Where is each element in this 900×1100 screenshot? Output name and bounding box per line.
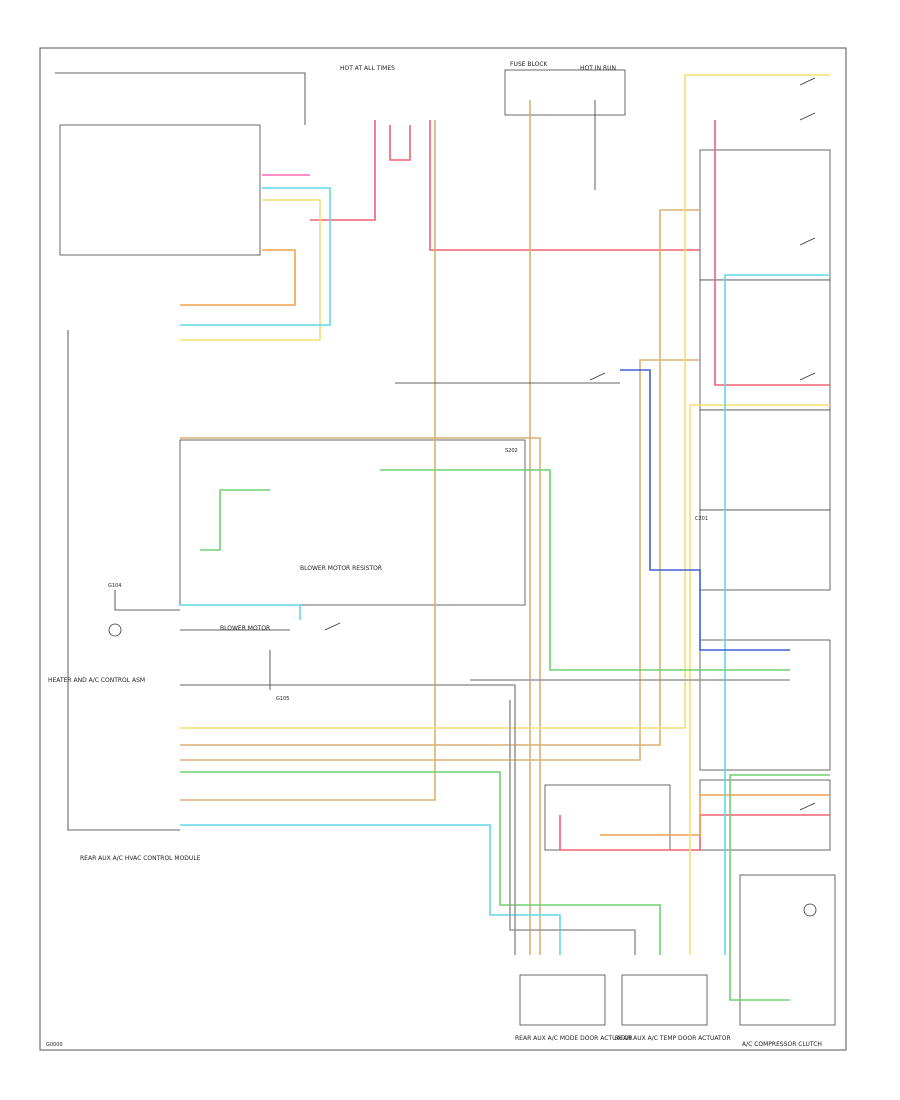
label-s202: S202 [505,448,518,454]
temp-door-actuator-box [621,974,708,1026]
wire-ltblu-2 [180,604,301,620]
switches [108,77,817,917]
wire-tan-2 [180,120,436,801]
heater-control-upper-box [59,124,261,256]
wire-ltgrn-1 [200,489,270,551]
switch-4 [799,372,816,381]
label-c201: C201 [695,516,708,522]
actuator-box-5 [699,639,831,771]
wire-tan-1 [180,437,541,955]
wire-yellow-1 [180,199,321,341]
bus-top [55,72,306,125]
labels: HOT AT ALL TIMES HOT IN RUN HEATER AND A… [46,61,822,1048]
label-fuse-block: FUSE BLOCK [510,61,549,68]
compressor-box [739,874,836,1026]
label-mode-door-actuator: REAR AUX A/C MODE DOOR ACTUATOR [515,1035,633,1042]
wire-orange-1 [180,249,296,306]
wire-red-1 [310,120,376,221]
wire-tan-5 [180,209,700,746]
switch-6 [589,372,606,381]
label-rear-aux-control: REAR AUX A/C HVAC CONTROL MODULE [80,855,201,862]
fuse-block-box [504,69,626,116]
hvac-control-inner-box [179,439,526,606]
ground-lines [55,72,620,831]
footer-code: G0000 [46,1042,63,1048]
actuator-box-3 [699,409,831,511]
wire-ltblu-3 [180,824,561,955]
wire-yellow-3 [689,404,830,955]
bus-left [67,330,180,831]
switch-5 [799,802,816,811]
label-heater-ac-control: HEATER AND A/C CONTROL ASM [48,677,145,684]
ground-g104 [114,590,180,611]
mode-door-actuator-box [519,974,606,1026]
wire-ltblu-4 [724,274,830,955]
relay-box [544,784,671,851]
wire-tan-4 [180,359,700,761]
wire-ltgrn-4 [729,774,830,1001]
wire-ltgrn-3 [180,771,661,955]
label-blower-resistor: BLOWER MOTOR RESISTOR [300,565,382,572]
diagram-frame [39,47,847,1051]
label-compressor-clutch: A/C COMPRESSOR CLUTCH [742,1041,822,1048]
switch-1 [799,77,816,86]
actuator-box-2 [699,279,831,411]
actuator-box-4 [699,509,831,591]
label-blower-motor: BLOWER MOTOR [220,625,270,632]
label-temp-door-actuator: REAR AUX A/C TEMP DOOR ACTUATOR [615,1035,731,1042]
wire-yellow-2 [180,74,830,729]
component-boxes [59,69,836,1026]
switch-3 [799,237,816,246]
label-hot-in-run: HOT IN RUN [580,65,616,72]
wire-red-3 [714,120,830,386]
wire-orange-2 [600,794,830,836]
wire-ltgrn-2 [380,469,790,671]
wire-gray-2 [509,700,636,955]
wires [180,74,830,1001]
switch-7 [324,622,341,631]
label-g104: G104 [108,583,121,589]
wire-red-2 [429,120,700,251]
wire-ltblu-1 [180,187,331,326]
clutch-symbol [803,903,817,917]
wire-gray-1 [180,684,516,955]
label-g105: G105 [276,696,289,702]
actuator-box-1 [699,149,831,281]
label-hot-at-all-times: HOT AT ALL TIMES [340,65,395,72]
wire-red-4 [559,814,830,851]
switch-2 [799,112,816,121]
wire-red-5 [389,125,411,161]
motor-symbol [108,623,122,637]
wire-dkblu-1 [620,369,790,651]
